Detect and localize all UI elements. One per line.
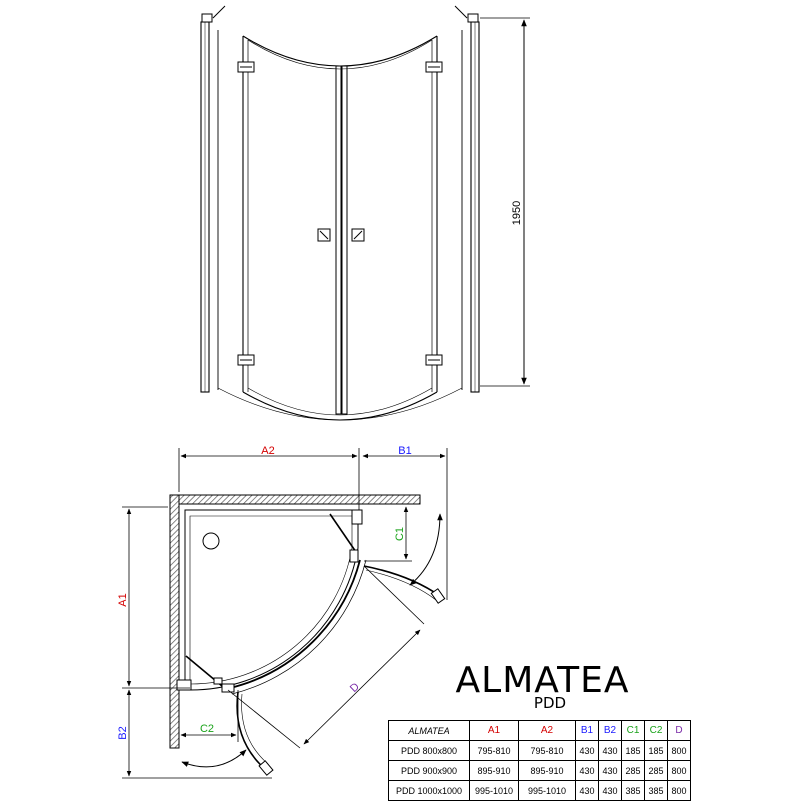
cell-c1: 185	[621, 740, 645, 761]
cell-a1: 795-810	[469, 740, 519, 761]
dimension-a1	[122, 506, 190, 689]
c2-label: C2	[200, 723, 214, 735]
height-label: 1950	[511, 201, 523, 225]
spec-table: ALMATEA A1 A2 B1 B2 C1 C2 D PDD 800x800 …	[388, 720, 691, 801]
back-wall	[169, 494, 421, 505]
dimension-b1	[362, 448, 448, 600]
plan-view	[122, 448, 448, 779]
cell-a1: 895-910	[469, 760, 519, 781]
cell-b1: 430	[575, 740, 599, 761]
table-header-row: ALMATEA A1 A2 B1 B2 C1 C2 D	[388, 720, 691, 741]
curved-glass	[229, 559, 361, 689]
height-dimension	[480, 17, 530, 387]
swing-arrow-right	[409, 513, 443, 586]
header-b1: B1	[575, 720, 599, 741]
cell-c2: 385	[644, 780, 668, 801]
table-row: PDD 800x800 795-810 795-810 430 430 185 …	[388, 740, 691, 761]
cell-b1: 430	[575, 760, 599, 781]
cell-b2: 430	[598, 760, 622, 781]
drain-icon	[202, 532, 220, 550]
header-c2: C2	[644, 720, 668, 741]
d-label: D	[348, 681, 362, 695]
cell-b2: 430	[598, 780, 622, 801]
right-door	[431, 36, 438, 392]
bottom-arc-front	[242, 391, 438, 421]
cell-d: 800	[667, 740, 691, 761]
top-arc-back	[247, 39, 433, 70]
dimension-c1	[364, 506, 412, 562]
cell-model: PDD 800x800	[388, 740, 470, 761]
cell-c1: 385	[621, 780, 645, 801]
cell-c2: 285	[644, 760, 668, 781]
top-arc-front	[242, 35, 438, 67]
cell-a1: 995-1010	[469, 780, 519, 801]
elevation-view	[200, 5, 480, 421]
header-a1: A1	[469, 720, 519, 741]
a2-label: A2	[261, 445, 274, 457]
cell-model: PDD 1000x1000	[388, 780, 470, 801]
header-c1: C1	[621, 720, 645, 741]
product-name: ALMATEA	[455, 660, 630, 701]
bottom-arc-back	[247, 387, 433, 416]
cell-a2: 995-1010	[518, 780, 576, 801]
left-wall-profile	[200, 5, 226, 393]
header-a2: A2	[518, 720, 576, 741]
cell-a2: 795-810	[518, 740, 576, 761]
swing-arrow-left	[181, 749, 247, 768]
b1-label: B1	[398, 445, 411, 457]
door-handle-icon	[317, 228, 365, 242]
header-d: D	[667, 720, 691, 741]
header-model: ALMATEA	[388, 720, 470, 741]
left-door	[242, 36, 249, 392]
cell-b2: 430	[598, 740, 622, 761]
profile-block	[176, 679, 192, 691]
table-row: PDD 900x900 895-910 895-910 430 430 285 …	[388, 760, 691, 781]
header-b2: B2	[598, 720, 622, 741]
table-row: PDD 1000x1000 995-1010 995-1010 430 430 …	[388, 780, 691, 801]
door-open-left	[236, 691, 267, 771]
profile-block	[351, 509, 363, 525]
cell-d: 800	[667, 760, 691, 781]
side-wall	[169, 494, 180, 749]
c1-label: C1	[394, 527, 406, 541]
dimension-c2	[180, 690, 239, 742]
cell-a2: 895-910	[518, 760, 576, 781]
cell-c1: 285	[621, 760, 645, 781]
cell-model: PDD 900x900	[388, 760, 470, 781]
cell-c2: 185	[644, 740, 668, 761]
shower-tray	[184, 509, 359, 691]
cell-d: 800	[667, 780, 691, 801]
hinge-icon	[237, 61, 443, 366]
fixed-panel-right	[329, 513, 357, 553]
right-wall-profile	[454, 5, 480, 393]
b2-label: B2	[117, 726, 129, 739]
dimension-a2	[178, 448, 360, 510]
dimension-b2	[122, 689, 272, 779]
center-profile	[335, 65, 348, 415]
cell-b1: 430	[575, 780, 599, 801]
dimension-d	[227, 565, 425, 749]
a1-label: A1	[117, 593, 129, 606]
product-code: PDD	[533, 694, 567, 712]
